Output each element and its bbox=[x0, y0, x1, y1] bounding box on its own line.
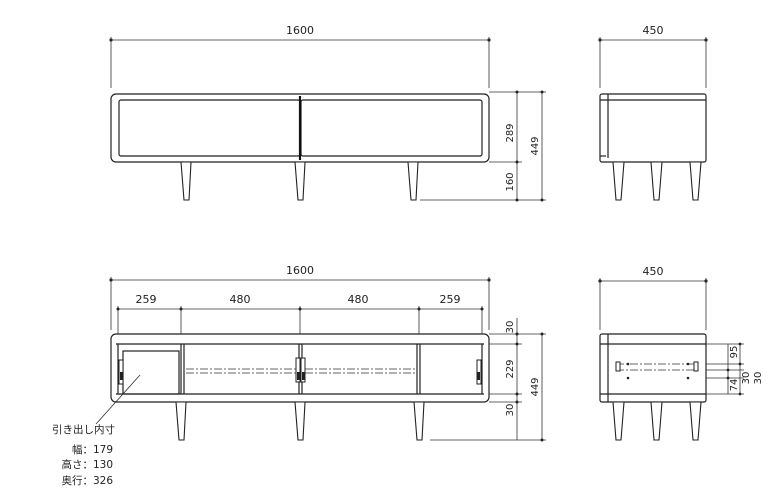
front-width-label: 1600 bbox=[286, 24, 314, 37]
leg bbox=[612, 401, 625, 441]
cabinet-height-label: 289 bbox=[505, 123, 516, 142]
drawer-note-width: 幅：179 bbox=[72, 443, 113, 456]
front-section: 1600 259 480 480 259 bbox=[95, 264, 546, 442]
compartment-1-label: 259 bbox=[136, 293, 157, 306]
leg bbox=[175, 401, 187, 441]
left-door bbox=[118, 99, 301, 157]
side-dim-95: 95 bbox=[729, 346, 740, 359]
compartment-4-label: 259 bbox=[440, 293, 461, 306]
drawer-note: 引き出し内寸 幅：179 高さ：130 奥行：326 bbox=[52, 423, 115, 487]
leg bbox=[407, 161, 419, 201]
leg bbox=[180, 161, 192, 201]
drawer-note-depth: 奥行：326 bbox=[61, 474, 113, 487]
leg bbox=[294, 401, 306, 441]
leg bbox=[413, 401, 425, 441]
right-door bbox=[300, 99, 483, 157]
side-dim-30b: 30 bbox=[753, 372, 764, 385]
total-height-label: 449 bbox=[530, 136, 541, 155]
leg-height-label: 160 bbox=[505, 172, 516, 191]
leg bbox=[294, 161, 306, 201]
section-depth-label: 450 bbox=[643, 265, 664, 278]
inner-height-label: 229 bbox=[505, 359, 516, 378]
front-elevation: 1600 289 160 449 bbox=[109, 24, 546, 202]
section-width-label: 1600 bbox=[286, 264, 314, 277]
side-elevation: 450 bbox=[598, 24, 708, 201]
side-section: 450 95 30 30 74 bbox=[598, 265, 764, 441]
compartment-2-label: 480 bbox=[230, 293, 251, 306]
side-body bbox=[599, 93, 707, 163]
leg bbox=[650, 161, 663, 201]
top-board-label: 30 bbox=[505, 321, 516, 334]
side-dim-74: 74 bbox=[729, 379, 740, 392]
bottom-board-label: 30 bbox=[505, 404, 516, 417]
leg bbox=[689, 161, 702, 201]
compartment-3-label: 480 bbox=[348, 293, 369, 306]
side-dim-30a: 30 bbox=[741, 372, 752, 385]
drawer-note-title: 引き出し内寸 bbox=[52, 423, 115, 436]
leg bbox=[612, 161, 625, 201]
leader-line bbox=[95, 374, 141, 425]
leg bbox=[689, 401, 702, 441]
section-total-height-label: 449 bbox=[530, 377, 541, 396]
drawer-note-height: 高さ：130 bbox=[61, 458, 113, 471]
leg bbox=[650, 401, 663, 441]
drawer bbox=[122, 350, 180, 395]
side-depth-label: 450 bbox=[643, 24, 664, 37]
